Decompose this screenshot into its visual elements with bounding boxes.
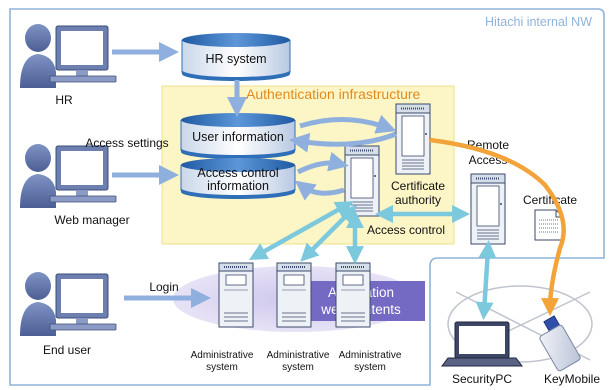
- admin-system-3-label-2: system: [354, 362, 386, 373]
- certificate-authority-label-1: Certificate: [391, 179, 445, 193]
- remote-ring: [447, 285, 593, 363]
- hr-system-db: HR system: [181, 33, 291, 81]
- hr-user-icon: [19, 23, 117, 89]
- admin-system-3-label-1: Administrative: [339, 350, 402, 361]
- remote-access-server: [470, 173, 506, 245]
- user-information-label: User information: [192, 130, 284, 144]
- auth-infra-label: Authentication infrastructure: [246, 86, 421, 102]
- access-control-db: Access control information: [180, 158, 296, 199]
- user-information-db: User information: [180, 113, 296, 159]
- access-control-label: Access control: [367, 223, 445, 237]
- arrow-access-info-to-ac: [296, 151, 349, 175]
- hr-label: HR: [55, 93, 73, 107]
- web-manager-icon: [19, 143, 117, 209]
- access-control-info-label-1: Access control: [197, 166, 278, 180]
- certificate-authority-server: [395, 103, 431, 175]
- network-label: Hitachi internal NW: [485, 15, 592, 29]
- end-user-label: End user: [43, 343, 91, 357]
- admin-system-2-label-1: Administrative: [267, 350, 330, 361]
- certificate-authority-label-2: authority: [395, 193, 441, 207]
- access-settings-label: Access settings: [85, 136, 168, 150]
- laptop-icon: [441, 321, 523, 367]
- usb-key-icon: [539, 315, 581, 372]
- internal-network-boundary: [9, 8, 605, 386]
- admin-system-2-label-2: system: [282, 362, 314, 373]
- hr-system-label: HR system: [205, 52, 266, 66]
- admin-system-1-label-1: Administrative: [191, 350, 254, 361]
- arrow-remote-laptop: [475, 240, 497, 321]
- key-mobile-label: KeyMobile: [544, 372, 600, 386]
- arrow-ac-admin-2: [300, 204, 358, 262]
- security-pc-label: SecurityPC: [452, 372, 512, 386]
- admin-server-3: [335, 262, 371, 328]
- admin-system-1-label-2: system: [206, 362, 238, 373]
- arrow-user-info-to-ca: [299, 114, 397, 134]
- access-control-info-label-2: information: [207, 179, 269, 193]
- arrow-certificate-path: [429, 137, 566, 317]
- end-user-icon: [19, 271, 117, 337]
- certificate-document-icon: [534, 209, 564, 241]
- admin-server-2: [276, 262, 312, 328]
- login-label: Login: [149, 280, 178, 294]
- admin-server-1: [218, 262, 254, 328]
- access-control-server: [344, 145, 380, 217]
- arrow-ac-to-access-info: [294, 180, 345, 201]
- web-manager-label: Web manager: [54, 213, 129, 227]
- arrow-ca-to-user-info: [289, 131, 397, 153]
- certificate-label: Certificate: [523, 193, 577, 207]
